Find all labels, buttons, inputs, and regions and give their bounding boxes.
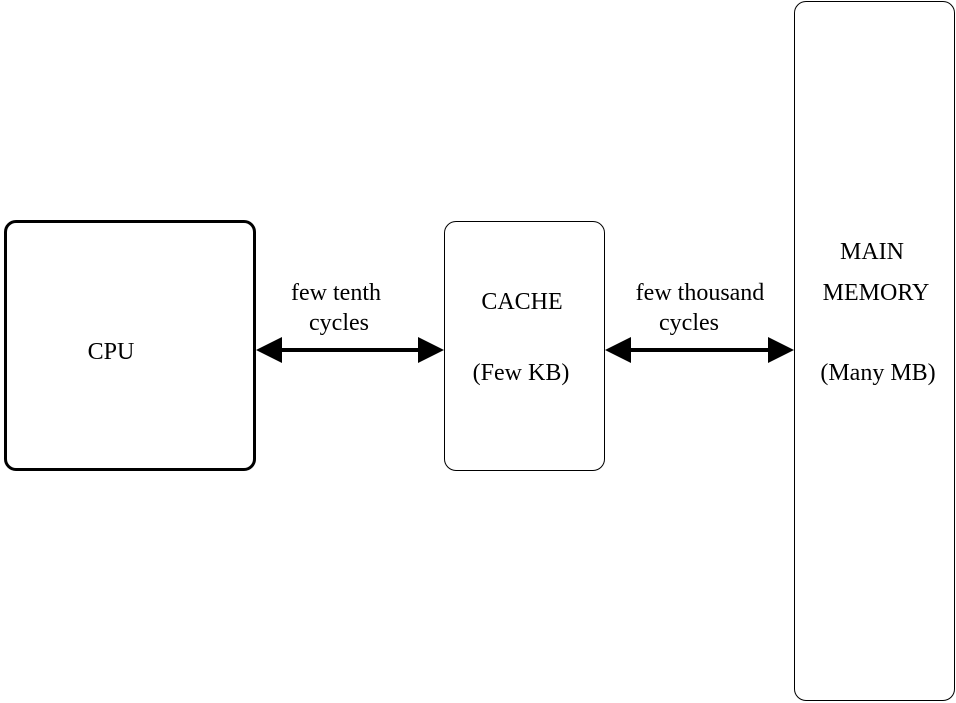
arrow-cache-memory [605,337,794,363]
arrowhead-left-icon [256,337,282,363]
cache-box [444,221,605,471]
arrowhead-right-icon [768,337,794,363]
main-memory-label-line2: MEMORY [822,280,930,306]
arrow-cpu-cache [256,337,444,363]
cache-size-label: (Few KB) [472,360,570,386]
edge-label-cpu-cache-line1: few tenth [291,280,381,306]
cpu-box [4,220,256,471]
edge-label-cache-memory-line1: few thousand [635,280,765,306]
edge-label-cache-memory-line2: cycles [659,310,719,336]
main-memory-label-line1: MAIN [840,239,904,265]
arrowhead-right-icon [418,337,444,363]
cpu-label: CPU [87,339,135,365]
arrowhead-left-icon [605,337,631,363]
main-memory-size-label: (Many MB) [820,360,936,386]
main-memory-box [794,1,955,701]
edge-label-cpu-cache-line2: cycles [309,310,369,336]
cache-label: CACHE [481,289,563,315]
